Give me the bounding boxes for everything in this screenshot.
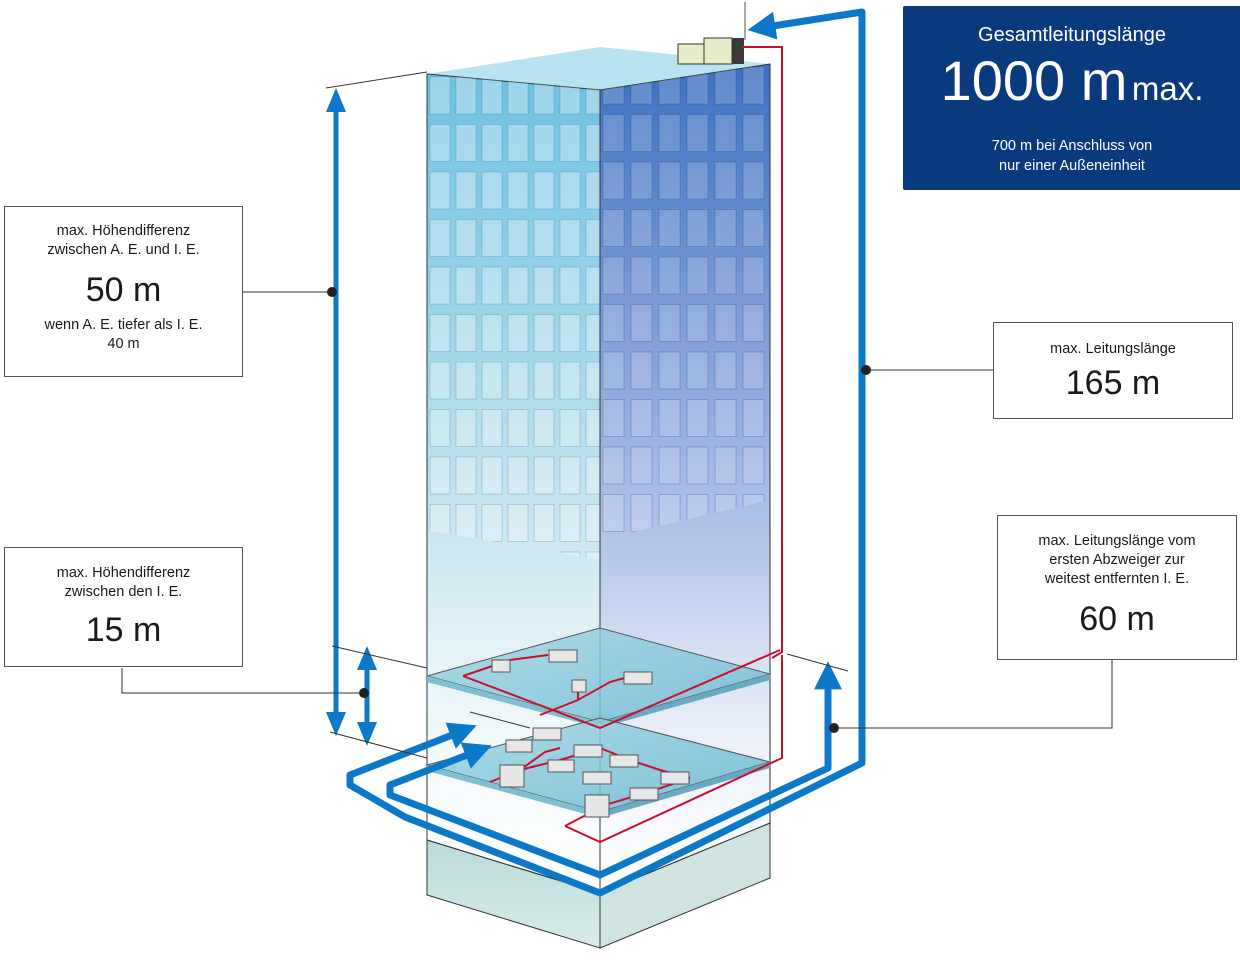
lower-floor-plate <box>425 717 772 818</box>
height-ii-line2: zwischen den I. E. <box>64 584 183 600</box>
height-indoor-label: max. Höhendifferenz zwischen den I. E. 1… <box>4 547 243 667</box>
height-ii-line1: max. Höhendifferenz <box>56 565 191 581</box>
leader-dots <box>327 287 871 733</box>
total-length-route <box>346 8 866 897</box>
branch-length-line2: ersten Abzweiger zur <box>1049 552 1185 568</box>
total-length-value: 1000 m <box>940 49 1128 112</box>
outdoor-unit <box>677 2 746 65</box>
branch-length-line3: weitest entfernten I. E. <box>1044 571 1190 587</box>
height-oi-note-line2: 40 m <box>107 336 140 352</box>
branch-length-value: 60 m <box>1079 600 1155 638</box>
height-outdoor-indoor-label: max. Höhendifferenz zwischen A. E. und I… <box>4 206 243 377</box>
pipe-length-value: 165 m <box>1065 364 1161 402</box>
total-length-note-line1: 700 m bei Anschluss von <box>991 138 1153 154</box>
leader-lines <box>121 291 1113 729</box>
total-length-title: Gesamtleitungslänge <box>978 24 1166 46</box>
reference-lines <box>325 71 849 759</box>
pipe-length-label: max. Leitungslänge 165 m <box>993 322 1233 419</box>
branch-length-line1: max. Leitungslänge vom <box>1038 533 1196 549</box>
total-length-panel: Gesamtleitungslänge 1000 m max. 700 m be… <box>903 6 1240 190</box>
pipe-length-line1: max. Leitungslänge <box>1050 341 1176 357</box>
branch-length-label: max. Leitungslänge vom ersten Abzweiger … <box>997 515 1237 660</box>
height-arrow-outdoor-indoor <box>326 88 346 736</box>
height-oi-line1: max. Höhendifferenz <box>56 223 191 239</box>
height-oi-line2: zwischen A. E. und I. E. <box>47 242 200 258</box>
total-length-suffix: max. <box>1131 70 1204 107</box>
height-oi-note-line1: wenn A. E. tiefer als I. E. <box>44 317 203 333</box>
upper-floor-plate <box>425 627 772 728</box>
height-oi-value: 50 m <box>85 271 162 309</box>
total-length-note-line2: nur einer Außeneinheit <box>999 158 1145 174</box>
indoor-units <box>491 649 690 818</box>
height-ii-value: 15 m <box>85 611 162 649</box>
